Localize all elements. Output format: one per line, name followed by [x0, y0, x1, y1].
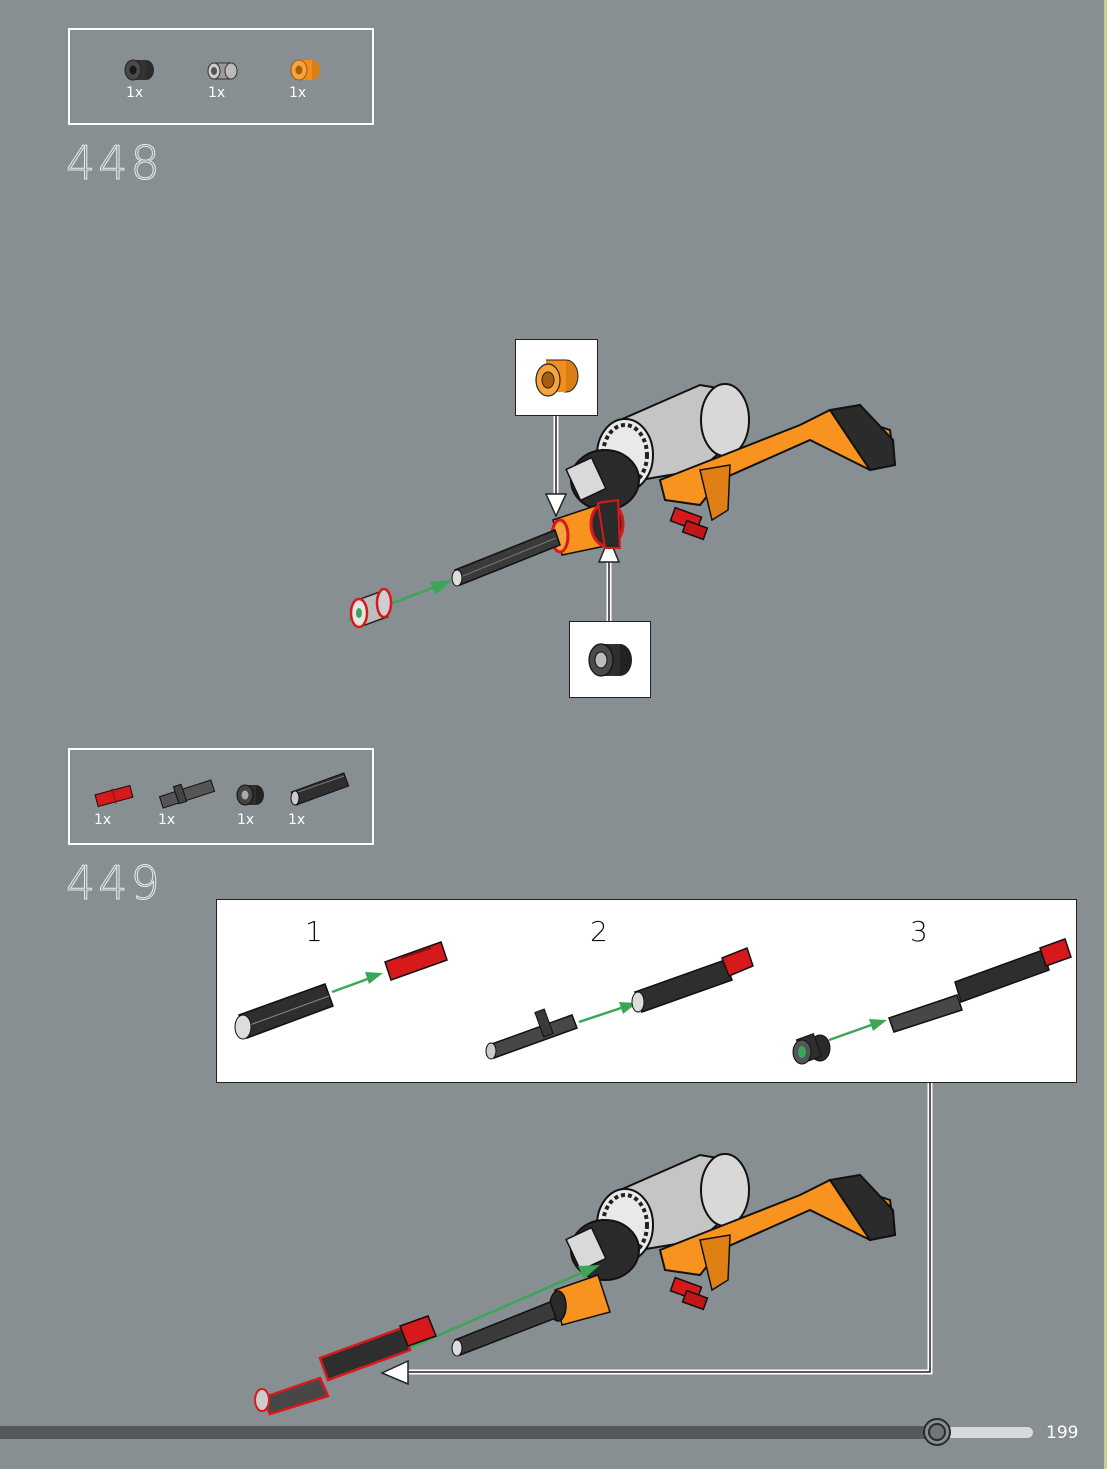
motor-assembly [452, 1154, 895, 1356]
callout-arrowhead [382, 1361, 408, 1384]
footer-progress-remaining [940, 1427, 1033, 1438]
page-number: 199 [1046, 1423, 1078, 1443]
axle-sub-assembly [255, 1316, 436, 1414]
footer-progress-track [0, 1426, 940, 1439]
progress-knob-icon [923, 1418, 951, 1446]
